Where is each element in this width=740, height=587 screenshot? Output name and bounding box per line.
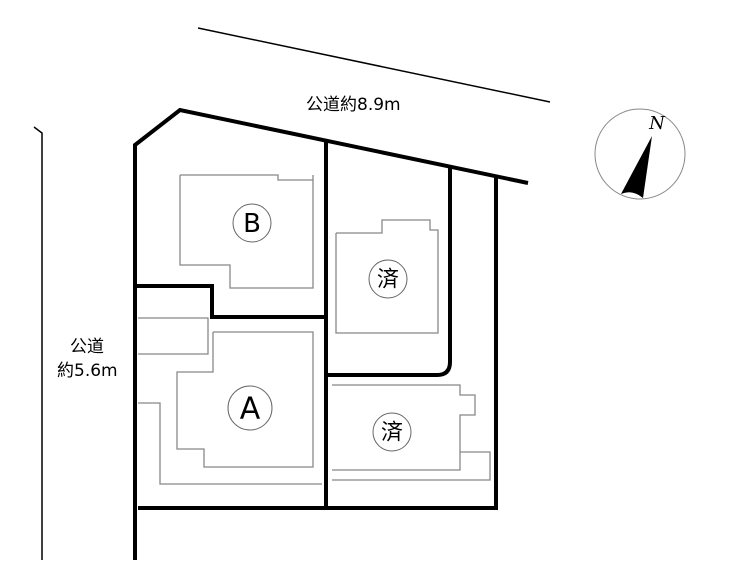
lot-label: 済 [377, 268, 399, 293]
left-road-line [33, 126, 43, 560]
left-road-label-line1: 公道 [70, 337, 104, 357]
compass-icon: N [594, 108, 686, 200]
lot-marker-sold-lower[interactable]: 済 [372, 412, 412, 452]
lot-marker-b[interactable]: B [232, 203, 272, 243]
left-road-label-line2: 約5.6m [57, 361, 118, 381]
lot-label: A [240, 392, 261, 427]
lot-label: B [243, 209, 261, 239]
lot-label: 済 [381, 421, 403, 446]
building-outlines [138, 174, 491, 485]
lot-marker-sold-upper[interactable]: 済 [368, 259, 408, 299]
lot-marker-a[interactable]: A [227, 385, 273, 431]
top-road-line [197, 27, 551, 103]
compass-north-label: N [648, 113, 666, 134]
top-road-label: 公道約8.9m [306, 95, 401, 115]
lot-boundaries [133, 107, 529, 560]
